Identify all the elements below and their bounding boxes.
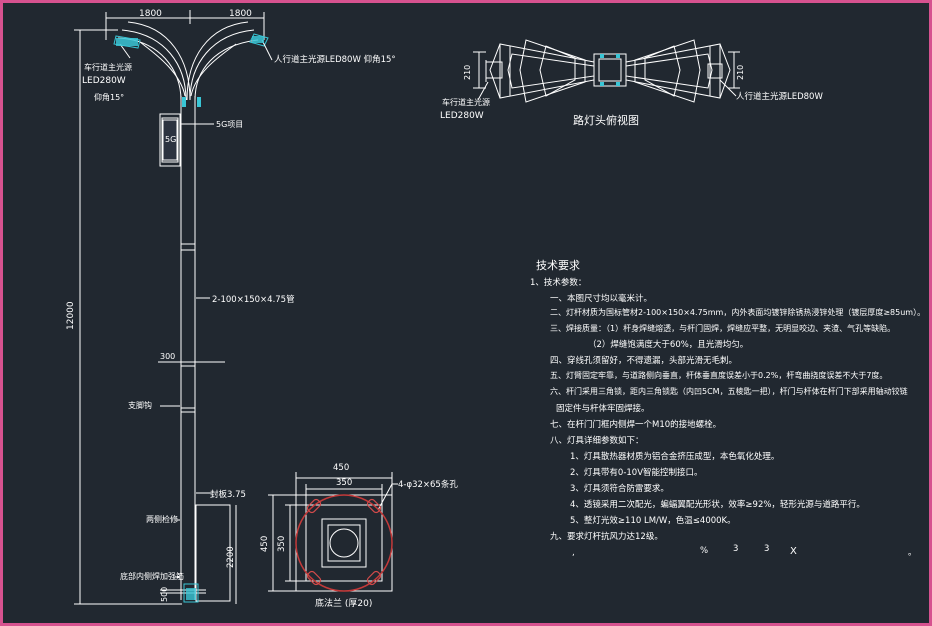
dim-210-left: 210 xyxy=(463,64,472,80)
top-view-joints xyxy=(600,54,620,86)
bracket-label: 支脚钩 xyxy=(128,401,152,410)
tech-line: 二、灯杆材质为国标管材2-100×150×4.75mm，内外表面均镀锌除锈热浸锌… xyxy=(550,308,926,317)
left-joint-icon xyxy=(182,97,186,107)
dim-350-top: 350 xyxy=(336,478,353,488)
5g-label: 5G项目 xyxy=(216,120,244,129)
dim-500: 500 xyxy=(160,586,169,602)
dim-450-left: 450 xyxy=(260,535,270,552)
stray-mark: % xyxy=(700,546,709,556)
tech-line: 五、灯臂固定牢靠，与道路侧向垂直，杆体垂直度误差小于0.2%，杆弯曲挠度误差不大… xyxy=(550,371,888,380)
base-anchor-icon xyxy=(186,588,196,600)
car-lamp-label-3: 仰角15° xyxy=(94,93,125,102)
tech-line: 2、灯具带有0-10V智能控制接口。 xyxy=(570,468,703,478)
top-car-lamp-label-1: 车行道主光源 xyxy=(442,98,490,107)
tech-line: 3、灯具须符合防雷要求。 xyxy=(570,484,669,494)
tech-line: 三、焊接质量：（1）杆身焊缝熔透，与杆门固焊，焊缝应平整，无明显咬边、夹渣、气孔… xyxy=(550,324,896,333)
flange-bolt-circle xyxy=(295,494,393,592)
base-flange-title: 底法兰 (厚20) xyxy=(315,599,373,609)
tech-line: 固定件与杆体牢固焊接。 xyxy=(556,404,650,414)
tech-line: 5、整灯光效≥110 LM/W，色温≤4000K。 xyxy=(570,516,736,526)
dim-2200: 2200 xyxy=(226,546,236,568)
car-lamp-head-icon xyxy=(116,38,138,46)
ped-lamp-label: 人行道主光源LED80W 仰角15° xyxy=(274,55,396,65)
bolt-slot-icon xyxy=(306,498,322,514)
stray-mark: 3 xyxy=(733,544,739,554)
tech-line: 4、透镜采用二次配光，蝙蝠翼配光形状，效率≥92%，轻形光源与道路平行。 xyxy=(570,500,865,510)
tech-title: 技术要求 xyxy=(536,259,580,272)
car-lamp-label-2: LED280W xyxy=(82,76,126,86)
tech-line: 一、本图尺寸均以毫米计。 xyxy=(550,294,653,304)
dim-height: 12000 xyxy=(66,301,76,330)
stray-mark: 。 xyxy=(908,548,917,558)
tech-line: 七、在杆门门框内侧焊一个M10的接地螺栓。 xyxy=(550,420,722,430)
top-car-lamp-label-2: LED280W xyxy=(440,111,484,121)
pole-elevation xyxy=(74,10,273,605)
bolt-slot-icon xyxy=(366,498,382,514)
tech-line: 1、技术参数： xyxy=(530,278,587,288)
bolt-slot-icon xyxy=(366,570,382,586)
cad-canvas[interactable] xyxy=(3,3,929,623)
right-joint-icon xyxy=(197,97,201,107)
dim-arm-left: 1800 xyxy=(139,9,162,19)
stray-mark: , xyxy=(572,548,575,558)
tech-line: 四、穿线孔须留好，不得遗漏，头部光滑无毛刺。 xyxy=(550,356,738,366)
tech-line: 六、杆门采用三角锁，距内三角锁匙（内凹5CM，五棱匙一把），杆门与杆体在杆门下部… xyxy=(550,387,908,396)
ground-plate-label: 底部内侧焊加强筋 xyxy=(120,572,184,581)
stray-mark: X xyxy=(790,546,797,557)
wall-thickness-label: 封板3.75 xyxy=(210,490,246,500)
top-view-title: 路灯头俯视图 xyxy=(573,114,639,127)
5g-box-text: 5G xyxy=(165,135,177,144)
ped-lamp-head-icon xyxy=(252,36,264,43)
base-highlights xyxy=(295,494,393,592)
5g-box xyxy=(162,119,178,161)
dim-300: 300 xyxy=(160,352,176,361)
top-ped-lamp-label: 人行道主光源LED80W xyxy=(736,92,823,102)
tech-line: 九、要求灯杆抗风力达12级。 xyxy=(550,532,663,542)
lamp-top-view xyxy=(473,39,740,103)
bolt-holes-label: 4-φ32×65条孔 xyxy=(398,480,458,490)
tech-line: （2）焊缝饱满度大于60%，且光滑均匀。 xyxy=(588,340,749,350)
bolt-slot-icon xyxy=(306,570,322,586)
pole-highlights xyxy=(116,36,264,600)
tech-line: 八、灯具详细参数如下： xyxy=(550,436,644,446)
dim-350-left: 350 xyxy=(277,535,287,552)
tech-line: 1、灯具散热器材质为铝合金挤压成型，本色氧化处理。 xyxy=(570,452,780,462)
dim-arm-right: 1800 xyxy=(229,9,252,19)
dim-450-top: 450 xyxy=(333,463,350,473)
stray-mark: 3 xyxy=(764,544,770,554)
side-door-label: 两侧检修 xyxy=(146,515,178,524)
car-lamp-label-1: 车行道主光源 xyxy=(84,63,132,72)
dim-210-right: 210 xyxy=(736,64,745,80)
pole-spec-label: 2-100×150×4.75管 xyxy=(212,295,295,305)
